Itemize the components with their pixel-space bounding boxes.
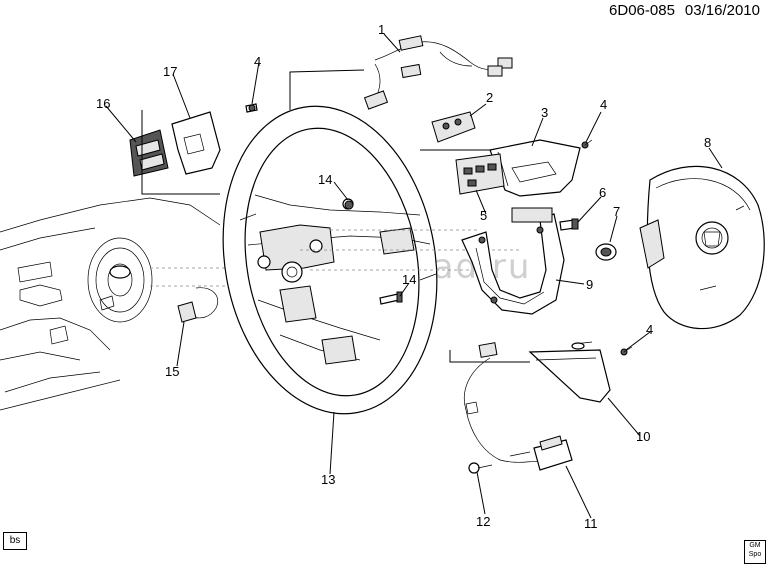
screw-4-top-right [581,139,593,149]
logo-line-2: Spo [748,551,762,558]
callout-numbers: 1 2 3 4 4 4 5 6 7 8 9 10 11 12 13 14 14 … [96,22,711,531]
steering-wheel [222,105,520,415]
callout-4-top-left: 4 [254,54,261,69]
part-7-cap [595,243,617,261]
part-10-lower-cover [528,341,611,403]
part-17-cover [171,111,221,175]
bolt-14-lower [379,291,403,305]
callout-3: 3 [541,105,548,120]
part-8-airbag-module [639,165,765,330]
callout-13: 13 [321,472,335,487]
part-1-wiring-harness [363,35,513,110]
bolt-14-upper [344,200,354,210]
screw-4-top-left [245,103,258,113]
leader-lines [105,33,723,519]
callout-6: 6 [599,185,606,200]
part-5-switch-assembly [455,153,505,195]
diagram-date: 03/16/2010 [684,2,760,19]
part-3-bezel [489,139,581,197]
callout-8: 8 [704,135,711,150]
gm-spo-logo: GM Spo [744,540,766,564]
callout-9: 9 [586,277,593,292]
part-11-module-harness [463,342,573,471]
part-6-screw [559,218,579,231]
callout-11: 11 [584,516,598,531]
logo-line-1: GM [749,542,761,549]
callout-2: 2 [486,90,493,105]
callout-17: 17 [163,64,177,79]
part-9-bracket [461,207,565,315]
part-2-switch [431,111,476,143]
part-16-switch [129,129,169,177]
callout-7: 7 [613,204,620,219]
callout-4-top-right: 4 [600,97,607,112]
diagram-code: 6D06-085 [609,2,675,19]
callout-5: 5 [480,208,487,223]
callout-15: 15 [165,364,179,379]
callout-16: 16 [96,96,110,111]
callout-4-lower-right: 4 [646,322,653,337]
diagram-header: 6D06-085 03/16/2010 [599,2,760,19]
screw-4-lower-right [620,346,633,356]
steering-column [0,197,240,411]
callout-14-upper: 14 [318,172,332,187]
callout-12: 12 [476,514,490,529]
callout-10: 10 [636,429,650,444]
part-15-connector [177,287,219,323]
part-12-screw [468,462,493,474]
corner-tag: bs [3,532,27,550]
callout-1: 1 [378,22,385,37]
callout-14-lower: 14 [402,272,416,287]
